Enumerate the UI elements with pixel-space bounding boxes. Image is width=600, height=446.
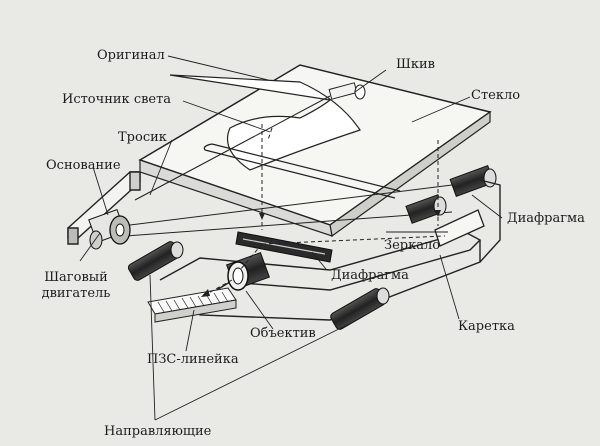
right-rollers [405, 165, 497, 224]
label-diaphragm-right: Диафрагма [507, 211, 585, 226]
label-original: Оригинал [97, 48, 165, 63]
light-source [203, 143, 401, 199]
label-diaphragm-center: Диафрагма [331, 268, 409, 283]
label-pulley: Шкив [396, 57, 435, 72]
cable [121, 95, 453, 237]
label-ccd-line: ПЗС-линейка [147, 352, 239, 367]
label-stepper-line2: двигатель [41, 286, 111, 301]
base-frame [67, 171, 141, 245]
lens [225, 251, 271, 291]
optical-arrows [201, 210, 441, 297]
label-stepper-line1: Шаговый [44, 270, 108, 285]
leader-lines [79, 55, 503, 421]
label-carriage: Каретка [458, 319, 515, 334]
ccd-line [147, 287, 237, 323]
mirror [434, 209, 485, 247]
stepper-motor [88, 208, 131, 250]
label-base: Основание [46, 158, 121, 173]
guide-rods [127, 241, 390, 330]
label-guides: Направляющие [104, 424, 212, 439]
label-light-source: Источник света [62, 92, 172, 107]
label-lens: Объектив [250, 326, 316, 341]
label-glass: Стекло [471, 88, 521, 103]
label-cable: Тросик [118, 130, 167, 145]
diaphragm-slit [235, 231, 333, 263]
pulley [328, 82, 366, 100]
label-mirror: Зеркало [384, 238, 441, 253]
